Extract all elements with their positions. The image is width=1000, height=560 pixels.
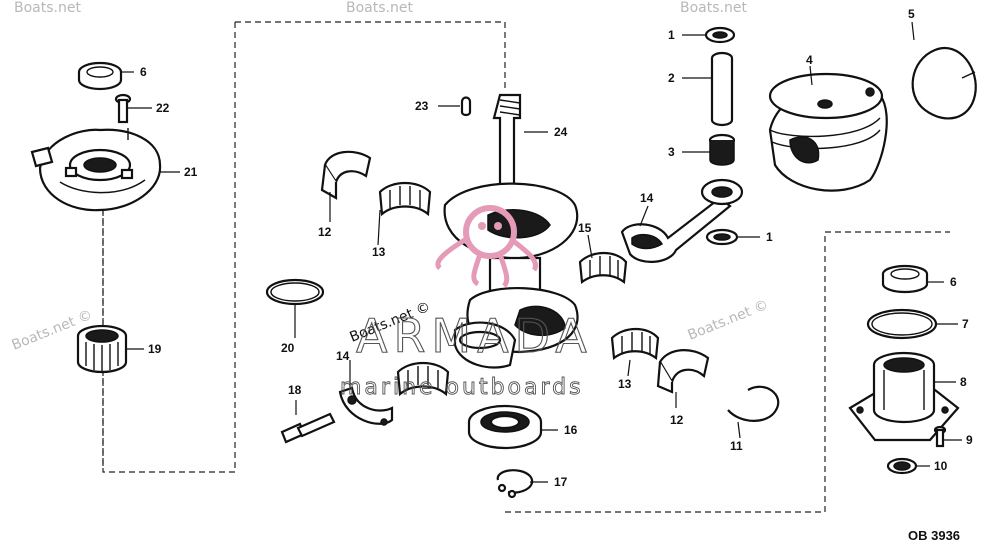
callout-2: 2 [668,71,675,85]
part-woodruff-key-23 [460,96,472,117]
part-roller-13-right [610,327,660,361]
reference-code: OB 3936 [908,528,960,543]
part-bushing-1-upper [704,26,736,44]
callout-20: 20 [281,341,295,355]
part-bolt-18 [280,412,336,444]
callout-13-upper: 13 [372,245,386,259]
leader-lines [122,21,962,483]
callout-6-left: 6 [140,65,147,79]
part-seal-10 [886,457,918,475]
callout-21: 21 [184,165,198,179]
callout-3: 3 [668,145,675,159]
callout-1-lower: 1 [766,230,773,244]
callout-14-lower: 14 [336,349,350,363]
callout-13-lower: 13 [618,377,632,391]
callout-8: 8 [960,375,967,389]
part-crankshaft-24 [443,93,579,369]
watermark-site-top-mid: Boats.net [346,0,413,16]
part-bearing-cage-12-left [320,150,372,200]
callout-15: 15 [578,221,592,235]
callout-22: 22 [156,101,170,115]
callout-23: 23 [415,99,429,113]
part-piston-4 [768,72,888,192]
part-base-plate-21 [30,128,162,212]
armada-logo-icon [435,205,538,288]
callout-6-right: 6 [950,275,957,289]
watermark-site-top-left: Boats.net [14,0,81,16]
watermark-layer: Boats.net Boats.net Boats.net Boats.net … [10,0,771,400]
part-bearing-cage-12-right [656,349,710,394]
callouts: 6 22 21 19 20 18 14 12 13 23 24 16 17 15… [140,7,973,489]
callout-19: 19 [148,342,162,356]
callout-18: 18 [288,383,302,397]
part-roller-13-upper [378,181,432,217]
part-needle-bearing-3 [708,133,736,166]
callout-7: 7 [962,317,969,331]
part-retaining-ring-11 [727,385,780,422]
part-screw-9 [933,425,947,448]
part-roller-15 [578,251,628,285]
callout-16: 16 [564,423,578,437]
callout-1-upper: 1 [668,28,675,42]
watermark-tagline: marine outboards [340,375,584,400]
watermark-brand: ARMADA [356,309,593,363]
callout-17: 17 [554,475,568,489]
part-snap-ring-17 [496,469,534,499]
callout-12-left: 12 [318,225,332,239]
part-rod-cap-14-lower [338,386,394,426]
part-screw-22 [114,93,132,124]
part-o-ring-7 [866,308,938,340]
part-ball-bearing-16 [467,404,543,450]
part-piston-ring-5 [911,47,977,120]
callout-10: 10 [934,459,948,473]
part-roller-13-lower [396,361,450,397]
part-bushing-6-left [77,61,123,91]
part-bearing-housing-8 [848,351,960,442]
watermark-site-top-right: Boats.net [680,0,747,16]
callout-14-upper: 14 [640,191,654,205]
callout-4: 4 [806,53,813,67]
part-bushing-6-right [881,264,929,294]
part-wrist-pin-2 [710,51,734,127]
watermark-site-right: Boats.net © [686,297,771,344]
callout-24: 24 [554,125,568,139]
callout-12-right: 12 [670,413,684,427]
part-bushing-1-lower [705,228,739,246]
callout-11: 11 [730,439,743,453]
callout-9: 9 [966,433,973,447]
callout-5: 5 [908,7,915,21]
part-ring-20 [265,278,325,306]
part-connecting-rod-14 [620,178,744,263]
part-needle-bearing-19 [76,324,128,374]
